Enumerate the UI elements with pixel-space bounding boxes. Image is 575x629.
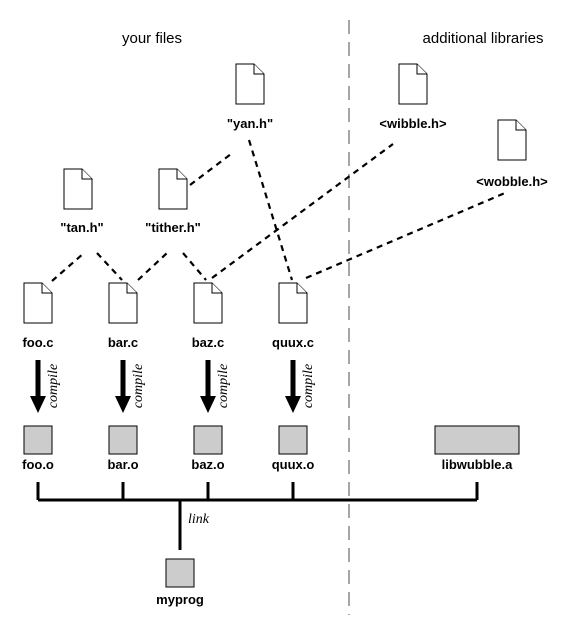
baz-o-label: baz.o: [191, 457, 224, 472]
include-line-baz-wibble: [211, 143, 394, 279]
header-file-wobble[interactable]: <wobble.h>: [476, 119, 548, 189]
quux-c-label: quux.c: [272, 335, 314, 350]
include-line-tither-yan: [189, 153, 232, 186]
include-line-baz-tither: [182, 252, 207, 281]
header-file-tan[interactable]: "tan.h": [60, 168, 104, 235]
source-file-quux[interactable]: quux.c: [272, 282, 314, 350]
compile-label-quux: compile: [301, 364, 316, 408]
object-file-quux[interactable]: quux.o: [272, 425, 315, 472]
include-line-quux-wobble: [305, 191, 506, 280]
baz-o-block: [193, 425, 223, 455]
wobble-h-label: <wobble.h>: [476, 174, 548, 189]
output-myprog[interactable]: myprog: [156, 558, 204, 607]
object-file-bar[interactable]: bar.o: [107, 425, 139, 472]
object-file-baz[interactable]: baz.o: [191, 425, 225, 472]
link-bus: link: [36, 482, 479, 550]
section-title-your-files: your files: [122, 30, 182, 47]
compile-label-baz: compile: [216, 364, 231, 408]
myprog-block: [165, 558, 195, 588]
compile-step-bar: compile: [115, 360, 146, 413]
quux-o-block: [278, 425, 308, 455]
source-file-baz[interactable]: baz.c: [192, 282, 225, 350]
libwubble-a-block: [434, 425, 520, 455]
bar-o-label: bar.o: [107, 457, 138, 472]
object-file-foo[interactable]: foo.o: [22, 425, 54, 472]
compile-step-baz: compile: [200, 360, 231, 413]
link-label: link: [188, 512, 210, 527]
foo-c-label: foo.c: [22, 335, 53, 350]
section-title-additional-libraries: additional libraries: [423, 30, 544, 47]
tan-h-label: "tan.h": [60, 220, 103, 235]
wibble-h-label: <wibble.h>: [379, 116, 447, 131]
foo-o-label: foo.o: [22, 457, 54, 472]
baz-c-label: baz.c: [192, 335, 225, 350]
myprog-label: myprog: [156, 592, 204, 607]
compile-label-foo: compile: [46, 364, 61, 408]
bar-c-label: bar.c: [108, 335, 138, 350]
quux-o-label: quux.o: [272, 457, 315, 472]
source-file-bar[interactable]: bar.c: [108, 282, 138, 350]
include-line-bar-tither: [137, 252, 168, 281]
bar-o-block: [108, 425, 138, 455]
include-line-quux-yan: [247, 139, 294, 281]
compile-step-quux: compile: [285, 360, 316, 413]
libwubble-a-label: libwubble.a: [442, 457, 514, 472]
source-file-foo[interactable]: foo.c: [22, 282, 54, 350]
include-line-bar-tan: [96, 252, 123, 281]
foo-o-block: [23, 425, 53, 455]
header-file-yan[interactable]: "yan.h": [227, 63, 273, 131]
header-file-tither[interactable]: "tither.h": [145, 168, 201, 235]
yan-h-label: "yan.h": [227, 116, 273, 131]
include-line-foo-tan: [51, 252, 85, 282]
compile-label-bar: compile: [131, 364, 146, 408]
header-file-wibble[interactable]: <wibble.h>: [379, 63, 447, 131]
library-file-libwubble[interactable]: libwubble.a: [434, 425, 520, 472]
tither-h-label: "tither.h": [145, 220, 201, 235]
compile-step-foo: compile: [30, 360, 61, 413]
